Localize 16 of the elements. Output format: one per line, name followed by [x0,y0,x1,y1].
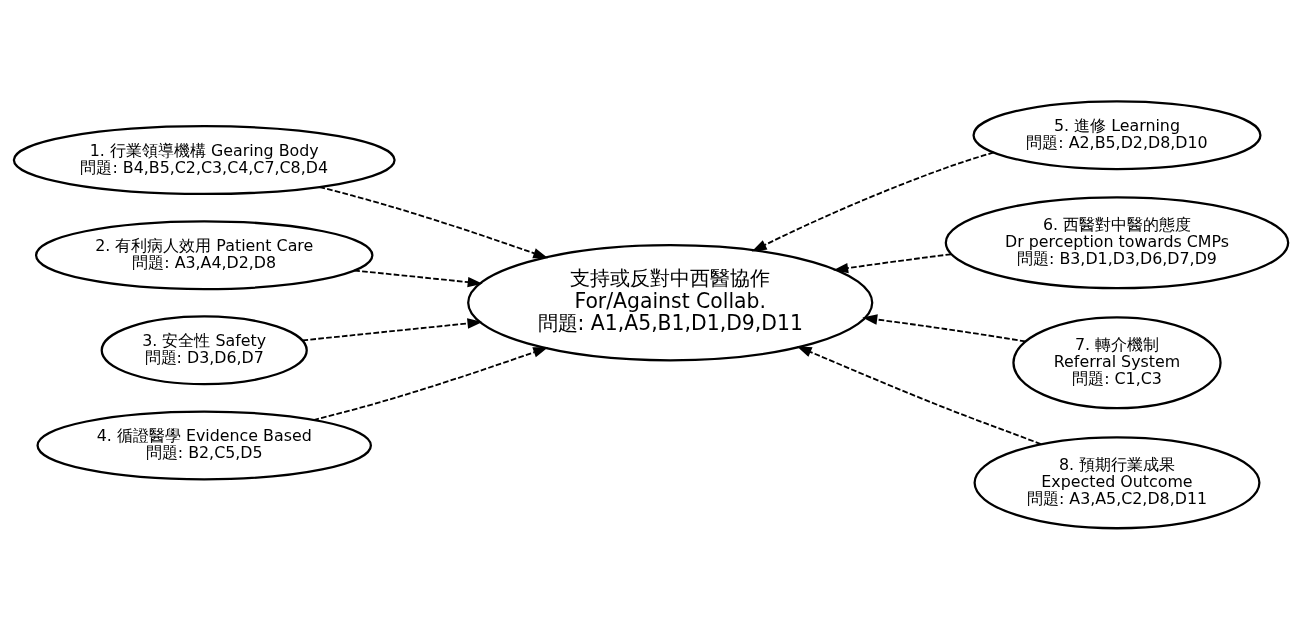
node-ellipse: 1. 行業領導機構 Gearing Body 問題: B4,B5,C2,C3,C4,C7,C8,D4 [12,125,396,196]
node-ellipse: 2. 有利病人效用 Patient Care 問題: A3,A4,D2,D8 [34,220,374,291]
node-ellipse: 8. 預期行業成果 Expected Outcome 問題: A3,A5,C2,D8,D11 [973,436,1261,530]
arrow [862,314,1027,343]
node-ellipse: 5. 進修 Learning 問題: A2,B5,D2,D8,D10 [972,100,1262,171]
node-ellipse: 3. 安全性 Safety 問題: D3,D6,D7 [100,315,308,386]
arrow [301,318,483,342]
arrow [318,186,549,259]
arrow [312,347,549,421]
arrow [796,346,1042,445]
arrow [353,269,483,288]
node-ellipse: 4. 循證醫學 Evidence Based 問題: B2,C5,D5 [36,410,372,481]
arrow [751,151,995,252]
arrow [833,253,952,274]
node-ellipse: 7. 轉介機制 Referral System 問題: C1,C3 [1012,316,1222,410]
node-ellipse: 6. 西醫對中醫的態度 Dr perception towards CMPs 問題: B3,D1,D3,D6,D7,D9 [944,196,1290,290]
